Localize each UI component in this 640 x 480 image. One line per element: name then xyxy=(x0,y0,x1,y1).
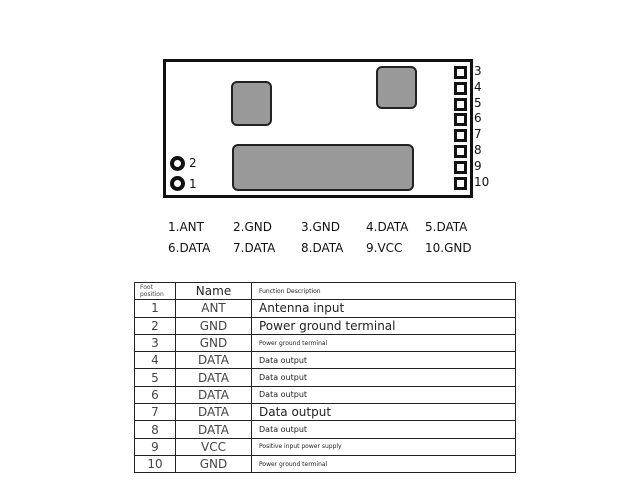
name-cell: DATA xyxy=(175,368,252,387)
position-cell: 7 xyxy=(134,403,176,422)
pin-pad xyxy=(454,113,467,127)
pin-pad xyxy=(454,160,467,174)
pin-pad xyxy=(454,176,467,190)
header-name: Name xyxy=(175,281,252,301)
legend-item: 8.DATA xyxy=(301,241,344,255)
function-cell: Data output xyxy=(251,420,516,439)
name-cell: GND xyxy=(175,454,252,474)
pin-pad xyxy=(454,145,467,158)
function-cell: Power ground terminal xyxy=(251,454,516,474)
legend-item: 3.GND xyxy=(301,220,340,234)
pin-pad xyxy=(454,97,467,111)
function-cell: Positive input power supply xyxy=(251,437,516,456)
pin-label: 10 xyxy=(474,174,490,189)
pin-label: 2 xyxy=(189,156,197,170)
antenna-hole-2 xyxy=(170,156,185,171)
pin-label: 9 xyxy=(474,158,482,173)
chip-large xyxy=(232,144,414,191)
position-cell: 2 xyxy=(134,316,176,335)
module-board xyxy=(163,59,473,198)
pin-label: 3 xyxy=(474,64,482,78)
antenna-hole-1 xyxy=(170,176,185,191)
legend-item: 7.DATA xyxy=(233,241,276,255)
position-cell: 9 xyxy=(134,437,176,456)
header-position: Foot position xyxy=(134,281,176,301)
position-cell: 3 xyxy=(134,333,176,353)
pin-label: 6 xyxy=(474,111,482,126)
position-cell: 6 xyxy=(134,385,176,405)
name-cell: GND xyxy=(175,333,252,353)
function-cell: Data output xyxy=(251,351,516,370)
function-cell: Data output xyxy=(251,368,516,387)
function-cell: Power ground terminal xyxy=(251,316,516,335)
table-header-row: Foot position Name Function Description xyxy=(134,281,516,301)
function-cell: Data output xyxy=(251,403,516,422)
position-cell: 10 xyxy=(134,454,176,474)
header-function: Function Description xyxy=(251,281,516,301)
pin-function-table: Foot position Name Function Description … xyxy=(134,281,516,474)
chip-small-right xyxy=(376,66,417,109)
pin-label: 5 xyxy=(474,95,482,110)
function-cell: Data output xyxy=(251,385,516,405)
pin-pad xyxy=(454,129,467,143)
chip-small-left xyxy=(231,81,272,126)
function-cell: Antenna input xyxy=(251,299,516,318)
pin-pad xyxy=(454,81,467,95)
name-cell: DATA xyxy=(175,385,252,405)
position-cell: 5 xyxy=(134,368,176,387)
legend-item: 6.DATA xyxy=(168,241,211,255)
legend-item: 10.GND xyxy=(425,241,472,255)
pin-label: 7 xyxy=(474,127,482,142)
legend-item: 9.VCC xyxy=(366,241,403,255)
name-cell: DATA xyxy=(175,351,252,370)
legend-item: 1.ANT xyxy=(168,220,204,234)
name-cell: ANT xyxy=(175,299,252,318)
name-cell: GND xyxy=(175,316,252,335)
pin-label: 1 xyxy=(189,177,197,191)
pin-label: 4 xyxy=(474,79,482,94)
pin-label: 8 xyxy=(474,143,482,157)
position-cell: 1 xyxy=(134,299,176,318)
function-cell: Power ground terminal xyxy=(251,333,516,353)
name-cell: DATA xyxy=(175,420,252,439)
name-cell: VCC xyxy=(175,437,252,456)
legend-item: 2.GND xyxy=(233,220,272,234)
position-cell: 8 xyxy=(134,420,176,439)
pin-pad xyxy=(454,66,467,79)
legend-item: 4.DATA xyxy=(366,220,409,234)
position-cell: 4 xyxy=(134,351,176,370)
legend-item: 5.DATA xyxy=(425,220,468,234)
name-cell: DATA xyxy=(175,403,252,422)
